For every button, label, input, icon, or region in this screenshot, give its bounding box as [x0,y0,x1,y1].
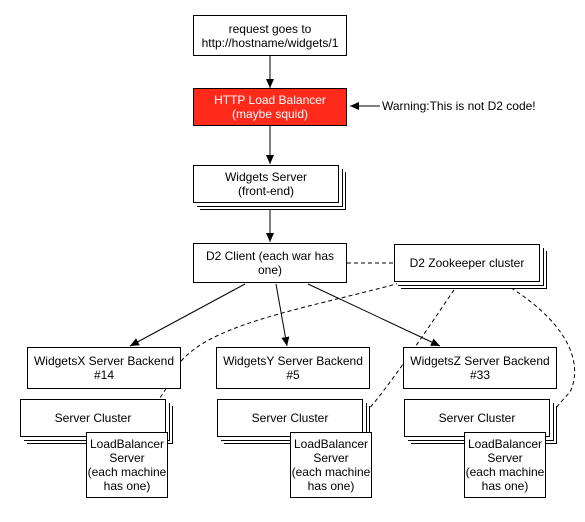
dashed-zookeeper-to-lbs-y [339,283,459,441]
server-cluster-x-box: Server Cluster [20,399,166,437]
request-box: request goes to http://hostname/widgets/… [193,15,347,56]
arrow-d2-client-to-backend-x [129,283,246,347]
d2-client-box: D2 Client (each war has one) [193,243,347,283]
loadbalancer-server-z-box: LoadBalancer Server (each machine has on… [464,432,546,498]
dashed-zookeeper-to-lbs-x [94,282,401,441]
zookeeper-cluster-box: D2 Zookeeper cluster [394,244,540,282]
loadbalancer-server-x-box: LoadBalancer Server (each machine has on… [86,432,168,498]
warning-annotation: Warning:This is not D2 code! [382,99,536,113]
arrow-d2-client-to-backend-z [307,283,441,347]
backend-y-box: WidgetsY Server Backend #5 [216,347,370,389]
backend-z-box: WidgetsZ Server Backend #33 [403,347,557,389]
http-load-balancer-box: HTTP Load Balancer (maybe squid) [193,88,347,126]
backend-x-box: WidgetsX Server Backend #14 [27,347,181,389]
loadbalancer-server-y-box: LoadBalancer Server (each machine has on… [290,432,372,498]
widgets-server-box: Widgets Server (front-end) [193,165,339,203]
arrow-d2-client-to-backend-y [275,283,290,347]
server-cluster-z-box: Server Cluster [404,399,550,437]
dashed-zookeeper-to-lbs-z [504,283,576,441]
server-cluster-y-box: Server Cluster [217,399,363,437]
